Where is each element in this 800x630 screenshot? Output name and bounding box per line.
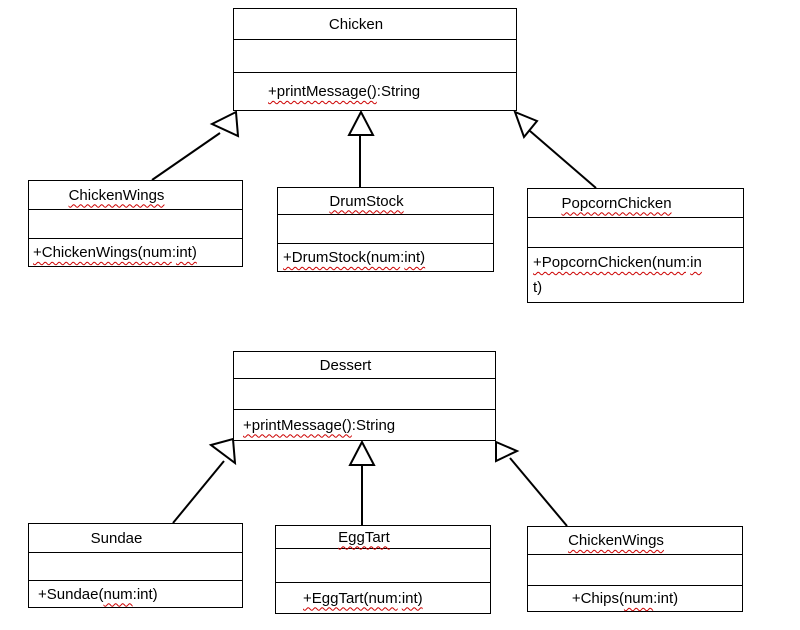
class-attributes-compartment (278, 215, 493, 244)
class-box-chickenwings-bottom[interactable]: ChickenWings +Chips(num:int) (527, 526, 743, 612)
class-name: ChickenWings (68, 186, 165, 204)
generalization-line-sundae-dessert[interactable] (172, 460, 225, 524)
class-box-chicken[interactable]: Chicken +printMessage():String (233, 8, 517, 111)
class-attributes-compartment (234, 40, 516, 73)
generalization-arrowhead-popcornchicken-chicken[interactable] (513, 110, 539, 140)
class-title-compartment: Chicken (234, 9, 516, 40)
class-name: DrumStock (329, 192, 404, 210)
generalization-arrowhead-eggtart-dessert[interactable] (348, 439, 376, 466)
class-name: Dessert (319, 356, 372, 374)
method-text: +DrumStock(num (283, 249, 401, 266)
class-name: PopcornChicken (561, 194, 672, 212)
class-methods-compartment: +printMessage():String (234, 73, 516, 110)
class-name: ChickenWings (568, 531, 664, 549)
class-attributes-compartment (528, 218, 743, 248)
method-text: +PopcornChicken(num (533, 254, 686, 271)
generalization-line-chickenwings-dessert[interactable] (509, 457, 568, 527)
class-attributes-compartment (29, 553, 242, 581)
class-box-drumstock[interactable]: DrumStock +DrumStock(num:int) (277, 187, 494, 272)
class-methods-compartment: +printMessage():String (234, 410, 495, 440)
class-box-sundae[interactable]: Sundae +Sundae(num:int) (28, 523, 243, 608)
class-methods-compartment: +ChickenWings(num:int) (33, 244, 197, 261)
class-box-dessert[interactable]: Dessert +printMessage():String (233, 351, 496, 441)
class-name: Sundae (90, 529, 143, 547)
generalization-line-popcornchicken-chicken[interactable] (529, 130, 597, 189)
class-title-compartment: DrumStock (278, 188, 493, 215)
generalization-arrowhead-chickenwings-chicken[interactable] (209, 110, 240, 138)
class-methods-compartment: +EggTart(num:int) (303, 589, 423, 607)
class-box-chickenwings-top[interactable]: ChickenWings +ChickenWings(num:int) (28, 180, 243, 267)
generalization-arrowhead-sundae-dessert[interactable] (208, 437, 237, 466)
class-attributes-compartment (276, 549, 490, 583)
class-name: Chicken (328, 15, 384, 33)
method-text: +printMessage() (243, 416, 352, 434)
class-title-compartment: Dessert (234, 352, 495, 379)
class-title-compartment: ChickenWings (29, 181, 242, 210)
class-attributes-compartment (234, 379, 495, 410)
method-text: +printMessage() (268, 83, 377, 100)
method-text: +ChickenWings(num (33, 244, 172, 261)
method-text: +EggTart(num (303, 589, 398, 607)
class-title-compartment: Sundae (29, 524, 242, 553)
method-text: +Sundae( (38, 585, 104, 603)
generalization-arrowhead-drumstock-chicken[interactable] (347, 109, 375, 136)
class-box-eggtart[interactable]: EggTart +EggTart(num:int) (275, 525, 491, 614)
method-return-type: :String (376, 83, 421, 100)
generalization-line-chickenwings-chicken[interactable] (151, 132, 221, 181)
class-methods-compartment: +DrumStock(num:int) (283, 249, 426, 266)
class-title-compartment: EggTart (276, 526, 490, 549)
class-attributes-compartment (528, 555, 742, 586)
class-attributes-compartment (29, 210, 242, 239)
generalization-arrowhead-chickenwings-dessert[interactable] (495, 440, 520, 463)
class-title-compartment: ChickenWings (528, 527, 742, 555)
method-text: +Chips( (571, 590, 624, 607)
method-return-type: :String (351, 416, 396, 434)
class-methods-compartment: +Sundae(num:int) (38, 585, 158, 603)
class-name: EggTart (338, 528, 390, 546)
class-methods-compartment: +Chips(num:int) (571, 590, 679, 607)
class-title-compartment: PopcornChicken (528, 189, 743, 218)
